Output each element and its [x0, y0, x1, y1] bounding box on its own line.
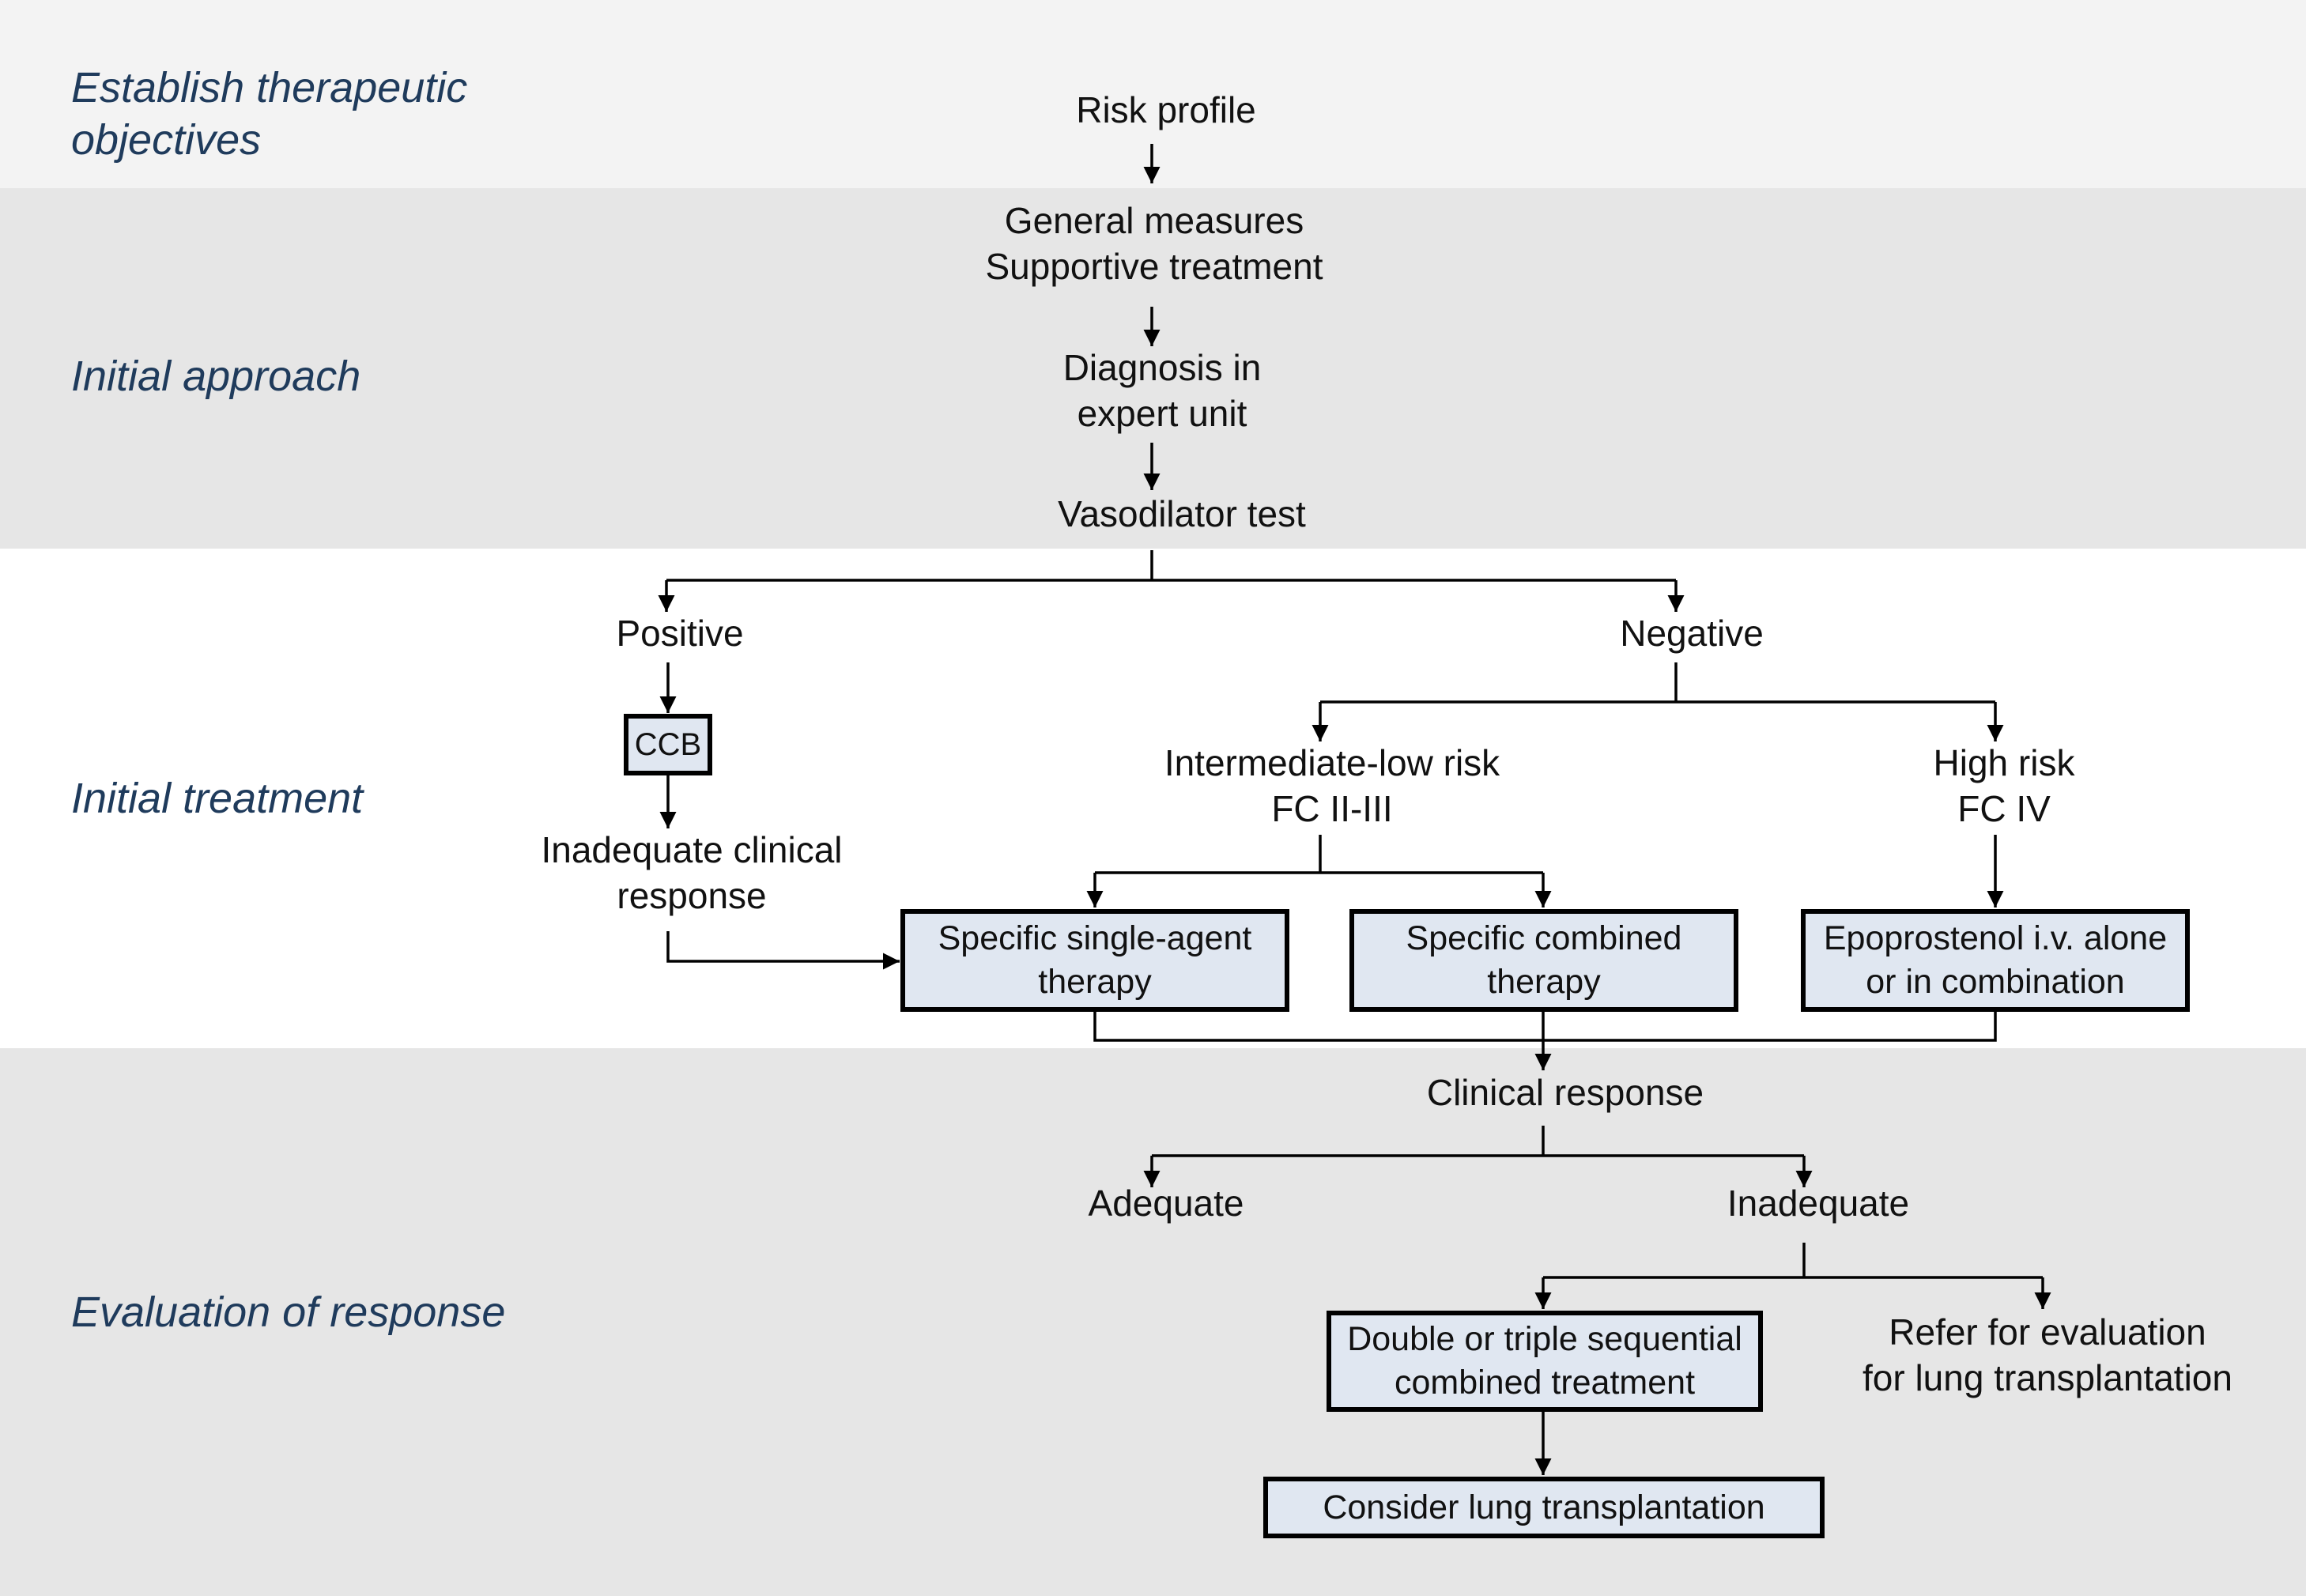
- node-adequate: Adequate: [1088, 1183, 1244, 1224]
- section-label-evaluation-of-response: Evaluation of response: [71, 1288, 506, 1336]
- box-double-triple-treatment: Double or triple sequential combined tre…: [1327, 1311, 1763, 1412]
- line-merge-therapies: [1093, 1012, 1997, 1042]
- section-label-establish-objectives: Establish therapeutic objectives: [71, 64, 468, 164]
- section-label-initial-treatment: Initial treatment: [71, 775, 364, 822]
- node-high-risk: High risk FC IV: [1933, 742, 2075, 829]
- box-single-agent-therapy: Specific single-agent therapy: [900, 909, 1289, 1012]
- node-inadequate-clinical-response: Inadequate clinical response: [541, 829, 843, 916]
- node-risk-profile: Risk profile: [1076, 89, 1256, 130]
- band-evaluation-of-response: [0, 1048, 2306, 1596]
- section-label-initial-approach: Initial approach: [71, 353, 361, 400]
- box-combined-therapy: Specific combined therapy: [1349, 909, 1738, 1012]
- node-refer-evaluation: Refer for evaluation for lung transplant…: [1863, 1311, 2232, 1398]
- node-general-measures: General measures Supportive treatment: [985, 200, 1323, 287]
- box-epoprostenol: Epoprostenol i.v. alone or in combinatio…: [1801, 909, 2190, 1012]
- node-positive: Positive: [616, 613, 744, 654]
- arrow-inadequate-to-single-agent: [666, 931, 900, 970]
- node-intermediate-low-risk: Intermediate-low risk FC II-III: [1164, 742, 1500, 829]
- box-ccb: CCB: [624, 714, 712, 775]
- node-diagnosis-expert-unit: Diagnosis in expert unit: [1062, 347, 1262, 434]
- node-negative: Negative: [1620, 613, 1764, 654]
- box-consider-lung-transplantation: Consider lung transplantation: [1263, 1477, 1825, 1538]
- node-inadequate: Inadequate: [1727, 1183, 1910, 1224]
- node-vasodilator-test: Vasodilator test: [1058, 493, 1306, 534]
- node-clinical-response: Clinical response: [1426, 1072, 1704, 1113]
